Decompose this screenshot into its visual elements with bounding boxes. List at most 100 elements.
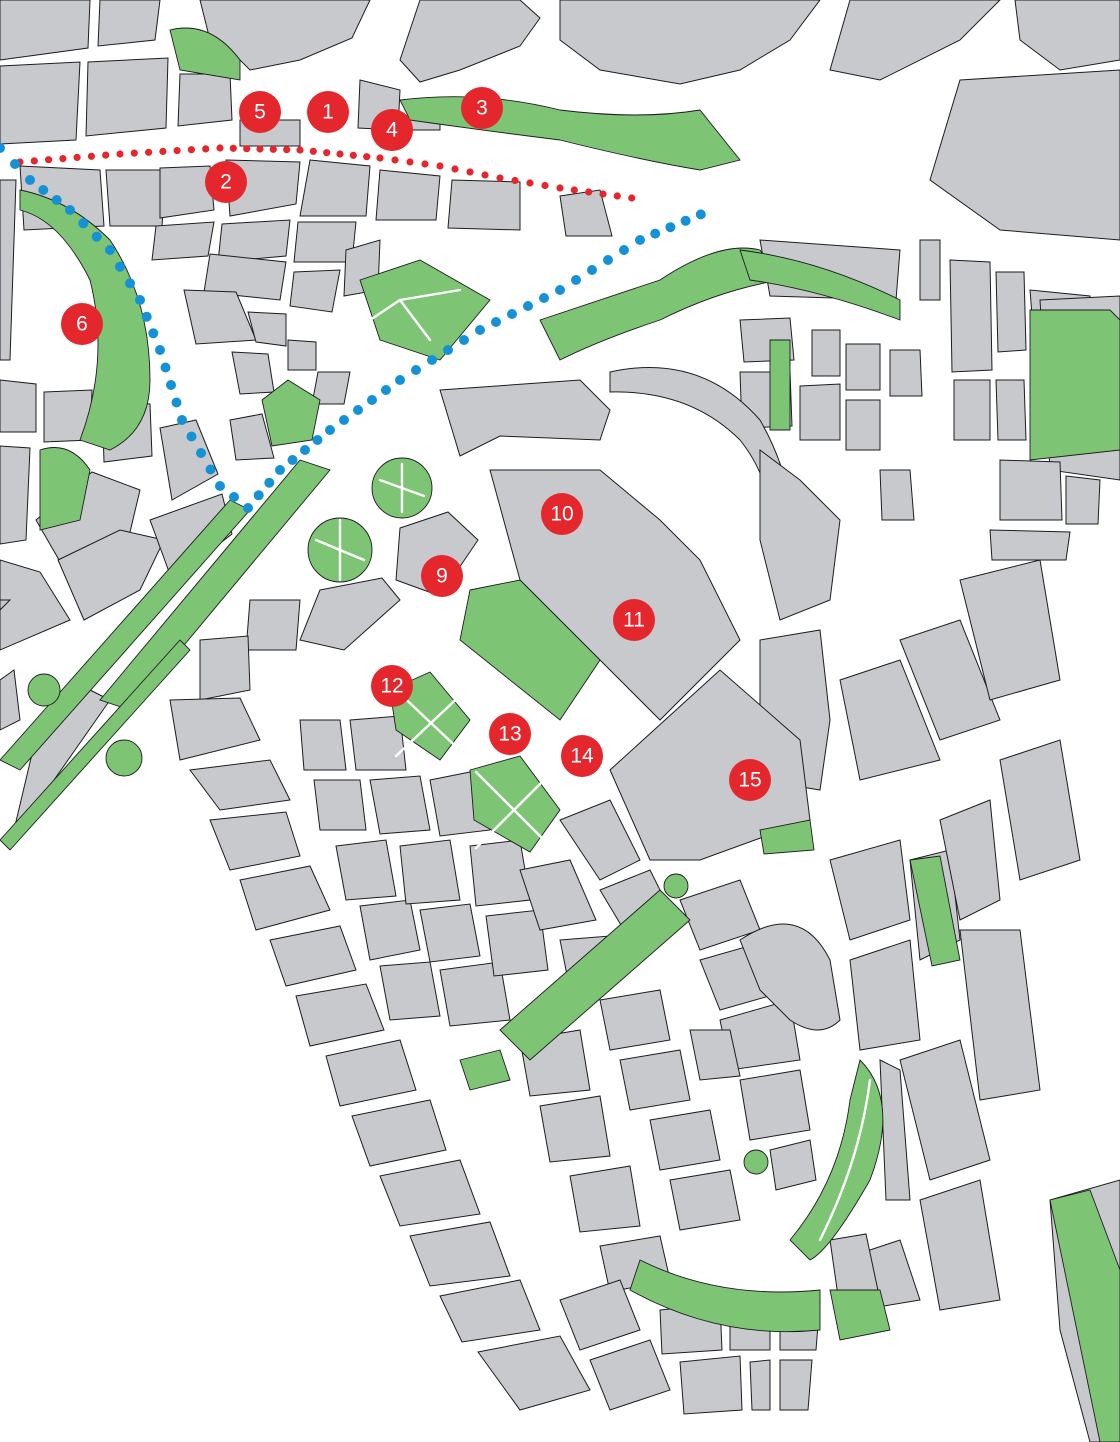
blue-route-dot — [325, 425, 335, 435]
red-route-dot — [585, 188, 593, 196]
blue-route-dot — [339, 415, 349, 425]
blue-route-dot — [155, 345, 165, 355]
block-grid-e6 — [769, 1139, 817, 1191]
block-arc-6 — [749, 1359, 771, 1411]
marker-15[interactable]: 15 — [729, 759, 771, 801]
block-grid-e5 — [689, 1029, 741, 1081]
blue-route-dot — [523, 301, 533, 311]
block-mid-1 — [245, 599, 301, 651]
marker-14-circle — [561, 735, 603, 777]
block-ne-19 — [879, 469, 915, 521]
red-route-dot — [130, 149, 138, 157]
marker-1-label: 1 — [322, 101, 334, 124]
block-s3 — [299, 159, 371, 217]
block-east-5 — [959, 929, 1041, 1101]
block-east-7 — [879, 1059, 911, 1201]
red-route-dot — [173, 147, 181, 155]
marker-14[interactable]: 14 — [561, 735, 603, 777]
marker-11[interactable]: 11 — [613, 599, 655, 641]
block-s1 — [159, 165, 215, 219]
marker-2[interactable]: 2 — [205, 161, 247, 203]
red-route-dot — [570, 186, 578, 194]
block-north-6 — [829, 0, 1001, 81]
park-north-hill — [169, 27, 241, 81]
block-east-10 — [959, 559, 1061, 701]
marker-11-label: 11 — [623, 609, 645, 632]
marker-6[interactable]: 6 — [61, 303, 103, 345]
park-north-riverfront — [399, 96, 741, 171]
blue-route-dot — [300, 445, 310, 455]
marker-2-label: 2 — [220, 171, 232, 194]
red-route-dot — [599, 190, 607, 198]
block-grid-d8 — [669, 1169, 741, 1231]
block-grid-b3 — [399, 839, 461, 905]
marker-9[interactable]: 9 — [421, 555, 463, 597]
marker-10[interactable]: 10 — [541, 493, 583, 535]
blue-route-dot — [177, 415, 187, 425]
path-round-1 — [378, 462, 426, 514]
block-ne-2 — [919, 239, 941, 301]
block-mid-9 — [325, 1039, 417, 1107]
block-mid-7 — [269, 925, 357, 987]
blue-route-dot — [381, 385, 391, 395]
block-ne-big — [929, 69, 1120, 241]
park-diag-lower — [0, 639, 191, 851]
blue-route-dot — [135, 295, 145, 305]
block-ne-16 — [999, 459, 1063, 521]
block-arc-2 — [589, 1339, 671, 1411]
park-circle-west-2 — [105, 739, 143, 777]
blue-route-dot — [411, 365, 421, 375]
path-round-2 — [314, 518, 366, 582]
red-route-dot — [391, 156, 399, 164]
marker-2-circle — [205, 161, 247, 203]
block-east-6 — [899, 1039, 991, 1181]
path-square-13 — [474, 770, 554, 850]
blue-route-dot — [253, 490, 264, 501]
block-s5 — [447, 179, 521, 231]
park-south-arc — [629, 1259, 821, 1333]
block-grid-b5 — [439, 961, 511, 1027]
blue-route-dot — [443, 345, 453, 355]
block-mid-12 — [409, 1221, 511, 1287]
block-mid-3 — [169, 697, 261, 761]
blue-route-dot — [587, 265, 597, 275]
marker-9-circle — [421, 555, 463, 597]
block-mid-10 — [351, 1099, 447, 1167]
blue-route-dot — [205, 464, 216, 475]
block-ne-14 — [953, 379, 991, 441]
marker-4[interactable]: 4 — [371, 109, 413, 151]
blue-route-dot — [166, 380, 176, 390]
blue-route-dot — [10, 159, 20, 169]
marker-1[interactable]: 1 — [307, 91, 349, 133]
block-grid-d1 — [559, 799, 641, 881]
blue-route-dot — [0, 143, 5, 153]
block-grid-a3 — [335, 839, 397, 901]
red-route-dot — [145, 148, 153, 156]
red-route-dot — [421, 160, 429, 168]
red-route-dot — [30, 157, 38, 165]
block-grid-d6 — [619, 1049, 691, 1111]
red-route-dot — [269, 145, 277, 153]
blue-route-dot — [171, 397, 182, 408]
blue-route-dot — [695, 209, 706, 220]
marker-5[interactable]: 5 — [239, 91, 281, 133]
block-w10 — [0, 559, 71, 651]
block-mid-13 — [439, 1279, 541, 1343]
red-route-dot — [87, 152, 95, 160]
block-north-1 — [0, 0, 91, 61]
marker-12[interactable]: 12 — [371, 665, 413, 707]
marker-5-label: 5 — [254, 101, 266, 124]
block-mid-11 — [379, 1159, 481, 1227]
block-north-2 — [97, 0, 161, 47]
blue-route-dot — [91, 231, 102, 242]
marker-13-circle — [489, 713, 531, 755]
block-w1 — [0, 179, 17, 361]
blue-route-dot — [287, 455, 298, 465]
block-s10 — [203, 253, 287, 301]
blue-route-dot — [141, 311, 152, 322]
marker-13[interactable]: 13 — [489, 713, 531, 755]
block-nw-b — [85, 57, 169, 137]
blue-route-dot — [51, 195, 62, 205]
marker-3[interactable]: 3 — [461, 87, 503, 129]
